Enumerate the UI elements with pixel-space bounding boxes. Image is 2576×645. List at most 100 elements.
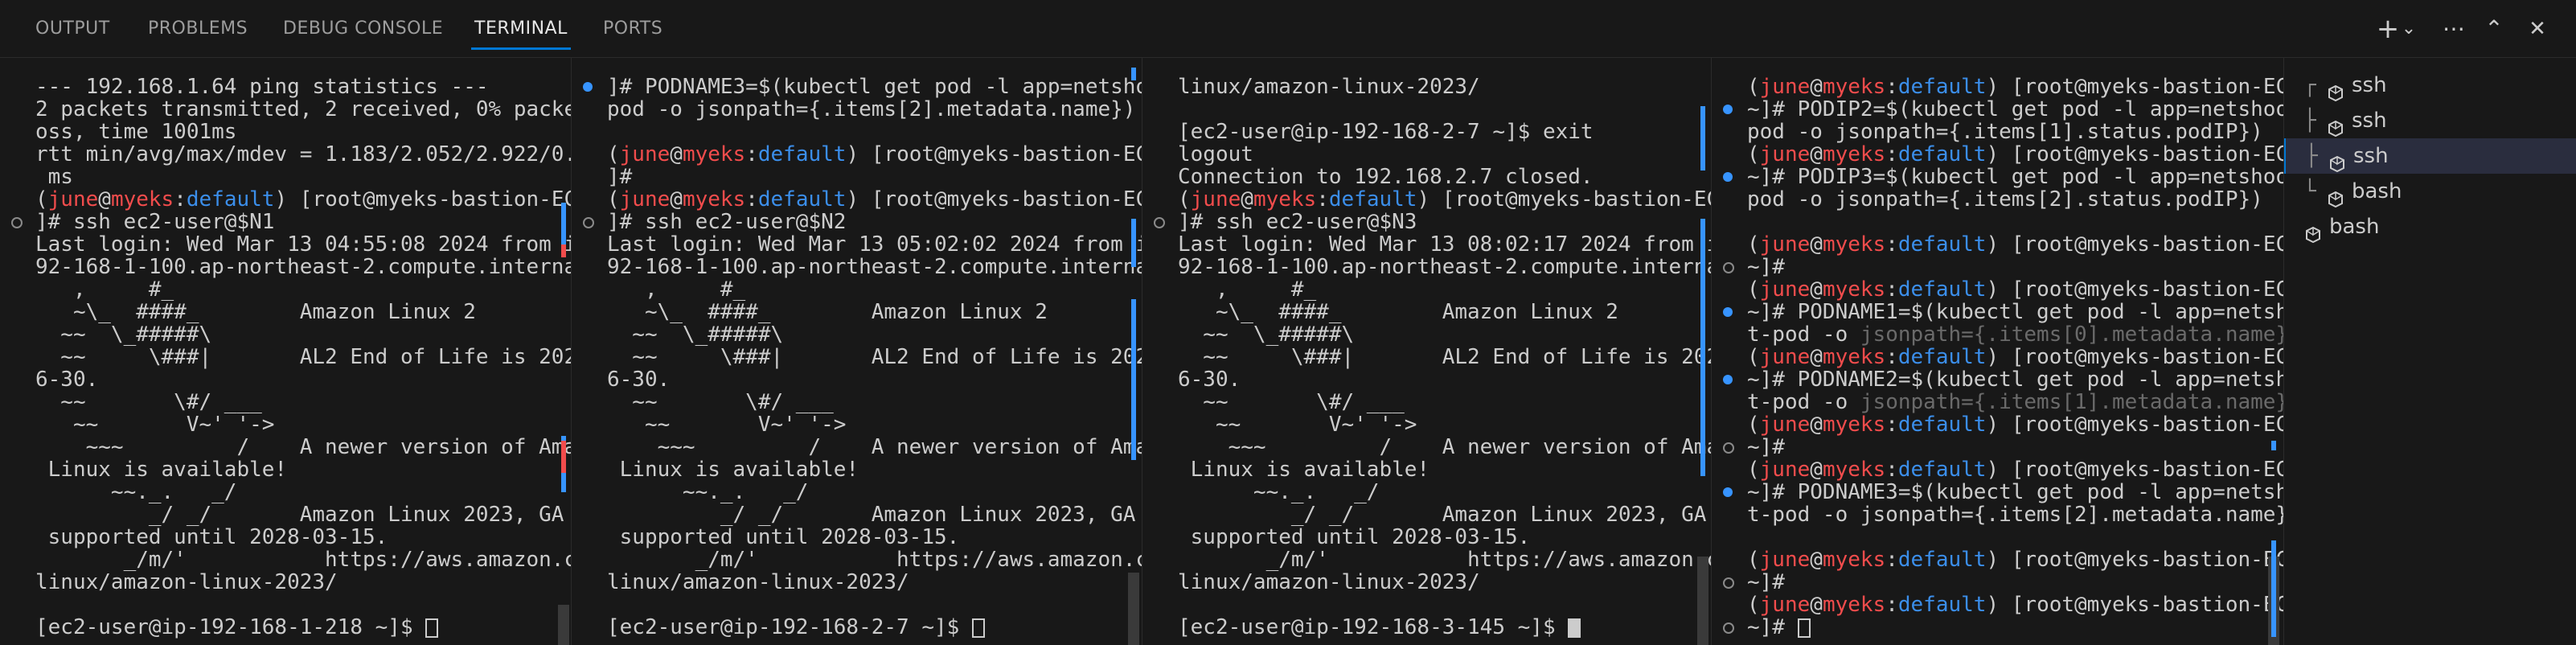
terminal-list-item-label: ssh xyxy=(2353,144,2389,168)
tab-ports[interactable]: PORTS xyxy=(603,18,663,39)
terminal-list-item-label: ssh xyxy=(2352,73,2387,97)
new-terminal-icon[interactable]: + xyxy=(2376,13,2400,45)
command-success-icon[interactable] xyxy=(583,82,593,92)
terminal-line: linux/amazon-linux-2023/ xyxy=(1178,571,1700,594)
command-decoration-icon[interactable] xyxy=(11,217,23,228)
terminal-pane-3[interactable]: linux/amazon-linux-2023/[ec2-user@ip-192… xyxy=(1142,58,1712,645)
command-success-icon[interactable] xyxy=(1723,172,1733,182)
terminal-line: ~\_ ####_ Amazon Linux 2 xyxy=(35,301,560,323)
terminal-output[interactable]: ( june @ myeks: default) [root@myeks-bastion… xyxy=(1723,76,2284,639)
terminal-line: rtt min/avg/max/mdev = 1.183/2.052/2.922… xyxy=(35,143,571,166)
prompt-user: june xyxy=(47,187,99,212)
prompt-open: ( xyxy=(1747,345,1760,369)
prompt-colon: : xyxy=(1885,142,1898,166)
scrollbar[interactable] xyxy=(1128,58,1139,645)
line-text: 6-30. xyxy=(35,368,99,392)
terminal-line: oss, time 1001ms xyxy=(35,121,560,143)
terminal-line: ~~ \#/ ___ xyxy=(607,391,1131,413)
terminal-pane-4[interactable]: ( june @ myeks: default) [root@myeks-bastion… xyxy=(1711,58,2284,645)
terminal-line: ~~ V~' '-> xyxy=(35,413,560,436)
close-icon[interactable]: ✕ xyxy=(2529,17,2546,41)
prompt-host: myeks xyxy=(1822,593,1886,617)
command-decoration-icon[interactable] xyxy=(1723,577,1734,589)
terminal-line: , #_ xyxy=(35,278,560,301)
terminal-line: t-pod -o jsonpath={.items[2].metadata.na… xyxy=(1747,503,2284,526)
line-text: Connection to 192.168.2.7 closed. xyxy=(1178,165,1594,189)
prompt-open: ( xyxy=(1747,277,1760,302)
terminal-pane-2[interactable]: ]# PODNAME3=$(kubectl get pod -l app=net… xyxy=(571,58,1142,645)
line-text: ~]# PODIP3=$(kubectl get pod -l app=nets… xyxy=(1747,165,2284,189)
terminal-line: (june@myeks:default) [root@myeks-bastion… xyxy=(1178,188,1712,211)
prompt-at: @ xyxy=(670,142,683,166)
command-success-icon[interactable] xyxy=(1723,307,1733,317)
terminal-line: (june@myeks:default) [root@myeks-bastion… xyxy=(1747,548,2284,572)
terminal-line: ~]# xyxy=(1723,256,2273,278)
terminal-line: linux/amazon-linux-2023/ xyxy=(607,571,1131,594)
scrollbar[interactable] xyxy=(1697,58,1708,645)
command-success-icon[interactable] xyxy=(1723,105,1733,114)
terminal-line xyxy=(1747,211,2273,233)
terminal-line: (june@myeks:default) [root@myeks-bastion… xyxy=(1747,458,2284,481)
terminal-list-item-bash[interactable]: └bash xyxy=(2284,174,2576,209)
prompt-close: ) xyxy=(846,187,859,212)
terminal-line: (june@myeks:default) [root@myeks-bastion… xyxy=(1747,142,2284,166)
tab-debug-console[interactable]: DEBUG CONSOLE xyxy=(283,18,444,39)
prompt-close: ) xyxy=(1986,345,2000,369)
terminal-list-item-ssh[interactable]: ┌ssh xyxy=(2284,68,2576,103)
terminal-line: ~~ \#/ ___ xyxy=(1178,391,1700,413)
prompt-close: ) xyxy=(1986,277,2000,302)
line-text: [ec2-user@ip-192-168-2-7 ~]$ xyxy=(607,615,972,639)
command-decoration-icon[interactable] xyxy=(583,217,594,228)
line-text: ]# ssh ec2-user@$N2 xyxy=(607,210,847,234)
tab-terminal[interactable]: TERMINAL xyxy=(471,0,571,58)
terminal-line: ~~ V~' '-> xyxy=(1178,413,1700,436)
terminal-line: ms xyxy=(35,166,560,188)
prompt-user: june xyxy=(1759,593,1811,617)
line-text: 6-30. xyxy=(1178,368,1241,392)
terminal-line: ~~ \_#####\ xyxy=(1178,323,1700,346)
terminal-line: t-pod -o jsonpath={.items[1].metadata.na… xyxy=(1747,391,2284,413)
terminal-pane-1[interactable]: --- 192.168.1.64 ping statistics ---2 pa… xyxy=(0,58,571,645)
terminal-list-item-ssh[interactable]: ├ssh xyxy=(2284,103,2576,138)
line-text: ~~ \#/ ___ xyxy=(1178,390,1405,414)
scrollbar[interactable] xyxy=(558,58,569,645)
command-success-icon[interactable] xyxy=(1723,487,1733,497)
command-decoration-icon[interactable] xyxy=(1154,217,1165,228)
command-decoration-icon[interactable] xyxy=(1723,262,1734,273)
prompt-context: default xyxy=(1897,548,1987,572)
prompt-context: default xyxy=(757,187,847,212)
terminal-output[interactable]: ]# PODNAME3=$(kubectl get pod -l app=net… xyxy=(583,76,1142,639)
terminal-icon xyxy=(2328,77,2344,102)
more-icon[interactable]: ⋯ xyxy=(2443,15,2465,42)
prompt-host: myeks xyxy=(682,187,746,212)
prompt-context: default xyxy=(1897,413,1987,437)
prompt-context: default xyxy=(1897,277,1987,302)
tab-problems[interactable]: PROBLEMS xyxy=(148,18,248,39)
prompt-tail: [root@myeks-bastion-EC2 xyxy=(1999,458,2284,482)
chevron-down-icon[interactable]: ⌄ xyxy=(2401,18,2417,39)
terminal-list-item-ssh[interactable]: ├ssh xyxy=(2284,138,2576,174)
maximize-icon[interactable]: ⌃ xyxy=(2484,15,2504,42)
terminal-line: (june@myeks:default) [root@myeks-bastion… xyxy=(35,187,571,212)
prompt-at: @ xyxy=(1810,142,1823,166)
command-success-icon[interactable] xyxy=(1723,375,1733,384)
line-text: ~]# PODNAME2=$(kubectl get pod -l app=ne… xyxy=(1747,368,2284,392)
terminal-output[interactable]: linux/amazon-linux-2023/[ec2-user@ip-192… xyxy=(1154,76,1712,639)
line-text: ~]# PODNAME1=$(kubectl get pod -l app=ne… xyxy=(1747,300,2284,324)
line-text: _/ _/ Amazon Linux 2023, GA and xyxy=(607,503,1142,527)
prompt-user: june xyxy=(1759,548,1811,572)
line-text: ~~ \#/ ___ xyxy=(607,390,834,414)
prompt-at: @ xyxy=(1810,345,1823,369)
command-decoration-icon[interactable] xyxy=(1723,622,1734,634)
prompt-tail: [root@myeks-bastion-EC2 xyxy=(1999,413,2284,437)
prompt-tail: [root@myeks-bastion-EC2 xyxy=(1999,277,2284,302)
terminal-list-item-bash[interactable]: bash xyxy=(2284,209,2576,244)
terminal-line: 92-168-1-100.ap-northeast-2.compute.inte… xyxy=(35,256,571,278)
command-decoration-icon[interactable] xyxy=(1723,442,1734,454)
line-text: _/m/' https://aws.amazon.com/ xyxy=(35,548,571,572)
scrollbar[interactable] xyxy=(2268,58,2279,645)
terminal-output[interactable]: --- 192.168.1.64 ping statistics ---2 pa… xyxy=(11,76,571,639)
tab-output[interactable]: OUTPUT xyxy=(35,18,110,39)
tree-connector: ├ xyxy=(2303,109,2316,133)
terminal-line: ~~._. _/ xyxy=(1178,481,1700,503)
